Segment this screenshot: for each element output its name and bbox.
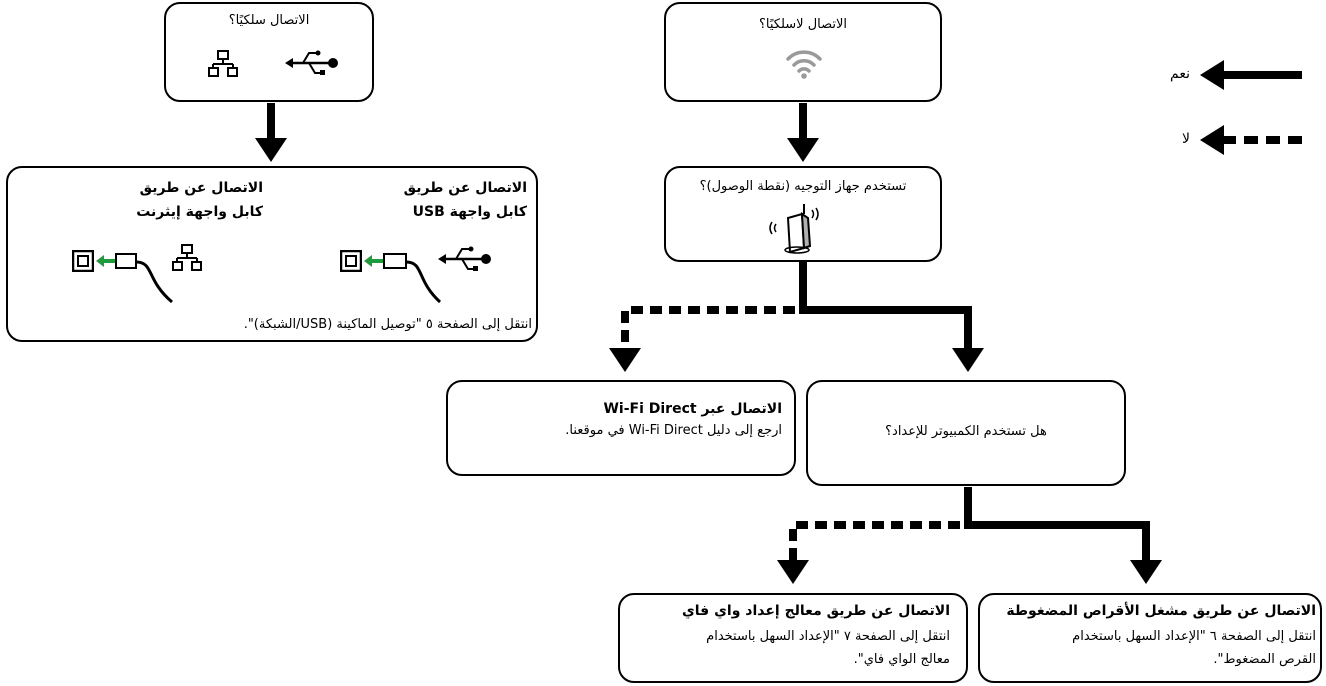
cdrom-body-line1: انتقل إلى الصفحة ٦ "الإعداد السهل باستخد… <box>1072 629 1316 644</box>
wizard-body-line2: معالج الواي فاي". <box>853 652 950 667</box>
wifi-direct-title: الاتصال عبر Wi-Fi Direct <box>603 401 782 417</box>
router-question: تستخدم جهاز التوجيه (نقطة الوصول)؟ <box>699 179 907 194</box>
wizard-box <box>618 593 968 683</box>
wireless-question: الاتصال لاسلكيًا؟ <box>758 17 848 32</box>
usb-icon-2 <box>438 246 491 271</box>
wizard-title: الاتصال عن طريق معالج إعداد واي فاي <box>681 603 950 619</box>
ethernet-title-line2: كابل واجهة إيثرنت <box>136 204 263 220</box>
wifi-direct-body: ارجع إلى دليل Wi-Fi Direct في موقعنا. <box>565 423 782 438</box>
legend-no-label: لا <box>1182 131 1190 147</box>
router-yes-path <box>799 262 972 350</box>
ethernet-icon-2 <box>172 244 202 271</box>
usb-title-line2: كابل واجهة USB <box>412 204 527 220</box>
ethernet-icon <box>208 50 238 77</box>
computer-question: هل تستخدم الكمبيوتر للإعداد؟ <box>885 424 1047 439</box>
wireless-arrowhead <box>787 138 819 162</box>
usb-title-line1: الاتصال عن طريق <box>403 180 527 196</box>
computer-yes-path <box>964 487 1150 562</box>
cdrom-title: الاتصال عن طريق مشغل الأقراص المضغوطة <box>1006 603 1316 619</box>
wired-options-box <box>6 166 538 342</box>
computer-yes-arrowhead <box>1130 560 1162 584</box>
green-plug-arrow-icon <box>96 255 115 267</box>
cdrom-body-line2: القرص المضغوط". <box>1213 652 1316 667</box>
wired-arrowhead <box>255 138 287 162</box>
computer-no-path <box>789 521 960 562</box>
usb-port-icon <box>340 250 362 272</box>
green-plug-arrow-icon-2 <box>364 255 383 267</box>
ethernet-port-icon <box>72 250 94 272</box>
wired-question: الاتصال سلكيًا؟ <box>228 13 310 28</box>
computer-no-arrowhead <box>777 560 809 584</box>
usb-icon <box>285 50 338 75</box>
wifi-direct-box <box>446 380 796 476</box>
router-yes-arrowhead <box>952 348 984 372</box>
legend-no-arrowhead <box>1200 125 1224 155</box>
router-no-arrowhead <box>609 348 641 372</box>
legend-yes-arrowhead <box>1200 60 1224 90</box>
router-icon <box>769 204 819 254</box>
ethernet-title-line1: الاتصال عن طريق <box>139 180 263 196</box>
usb-cable-icon <box>383 253 442 304</box>
ethernet-cable-icon <box>115 253 173 304</box>
wired-question-box <box>164 2 374 102</box>
wired-goto-text: انتقل إلى الصفحة ٥ "توصيل الماكينة (USB/… <box>243 317 532 332</box>
wizard-body-line1: انتقل إلى الصفحة ٧ "الإعداد السهل باستخد… <box>706 629 950 644</box>
computer-question-box <box>806 380 1126 486</box>
cdrom-box <box>978 593 1322 683</box>
router-no-path <box>621 306 795 350</box>
legend-yes-label: نعم <box>1170 66 1190 82</box>
wifi-icon <box>786 50 822 79</box>
